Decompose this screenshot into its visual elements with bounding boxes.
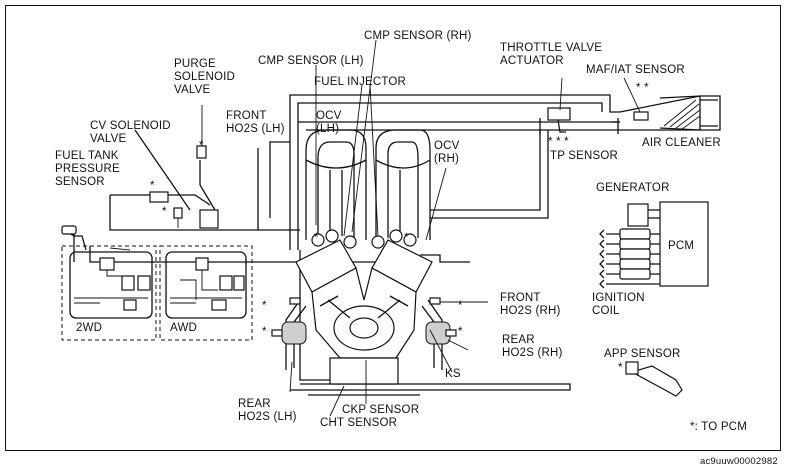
star-marker-maf: * *: [636, 82, 649, 94]
star-marker-rear-lh: *: [262, 326, 267, 338]
intake-duct: [289, 94, 721, 250]
air-cleaner-label: AIR CLEANER: [642, 137, 721, 149]
cv-solenoid-valve-label: CV SOLENOID VALVE: [90, 120, 171, 145]
star-marker-front-rh: *: [458, 300, 463, 312]
star-marker-tp: * * *: [548, 136, 569, 148]
star-marker-purge: *: [199, 140, 204, 152]
pcm-block: [599, 201, 709, 289]
ocv-rh-label: OCV (RH): [434, 140, 460, 165]
front-ho2s-lh-label: FRONT HO2S (LH): [226, 110, 285, 135]
engine-block: [271, 129, 457, 385]
generator-label: GENERATOR: [596, 182, 670, 194]
ckp-sensor-label: CKP SENSOR: [342, 404, 420, 416]
throttle-valve-actuator-label: THROTTLE VALVE ACTUATOR: [500, 42, 603, 67]
harness-lines: [73, 129, 571, 396]
star-marker-inj-lh: *: [314, 232, 319, 244]
star-marker-cv: *: [162, 206, 167, 218]
fuel-tank-pressure-sensor-label: FUEL TANK PRESSURE SENSOR: [55, 150, 120, 188]
app-sensor-label: APP SENSOR: [604, 348, 681, 360]
star-marker-front-lh: *: [262, 300, 267, 312]
cmp-sensor-rh-label: CMP SENSOR (RH): [364, 30, 472, 42]
cmp-sensor-lh-label: CMP SENSOR (LH): [258, 55, 364, 67]
figure-code: ac9uuw00002982: [700, 456, 778, 467]
star-marker-rear-rh: *: [458, 326, 463, 338]
maf-iat-sensor-label: MAF/IAT SENSOR: [586, 64, 685, 76]
legend-to-pcm: *: TO PCM: [690, 421, 747, 433]
ks-label: KS: [445, 368, 461, 380]
app-sensor-pedal: [625, 361, 683, 397]
star-marker-app: *: [618, 362, 623, 374]
awd-label: AWD: [170, 322, 198, 334]
fuel-tanks: [61, 225, 253, 341]
evap-components: [149, 145, 219, 229]
diagram-frame: [5, 5, 781, 451]
front-ho2s-rh-label: FRONT HO2S (RH): [500, 292, 561, 317]
2wd-label: 2WD: [76, 322, 103, 334]
star-marker-inj-rh: *: [404, 232, 409, 244]
cht-sensor-label: CHT SENSOR: [320, 417, 398, 429]
rear-ho2s-lh-label: REAR HO2S (LH): [238, 398, 297, 423]
tp-sensor-label: TP SENSOR: [550, 150, 619, 162]
rear-ho2s-rh-label: REAR HO2S (RH): [502, 334, 563, 359]
purge-solenoid-valve-label: PURGE SOLENOID VALVE: [174, 58, 236, 96]
fuel-injector-label: FUEL INJECTOR: [314, 76, 407, 88]
pcm-label: PCM: [668, 240, 695, 252]
ocv-lh-label: OCV (LH): [316, 110, 342, 135]
leader-lines: [109, 39, 641, 417]
ignition-coil-label: IGNITION COIL: [592, 292, 645, 317]
star-marker-ftp: *: [150, 180, 155, 192]
